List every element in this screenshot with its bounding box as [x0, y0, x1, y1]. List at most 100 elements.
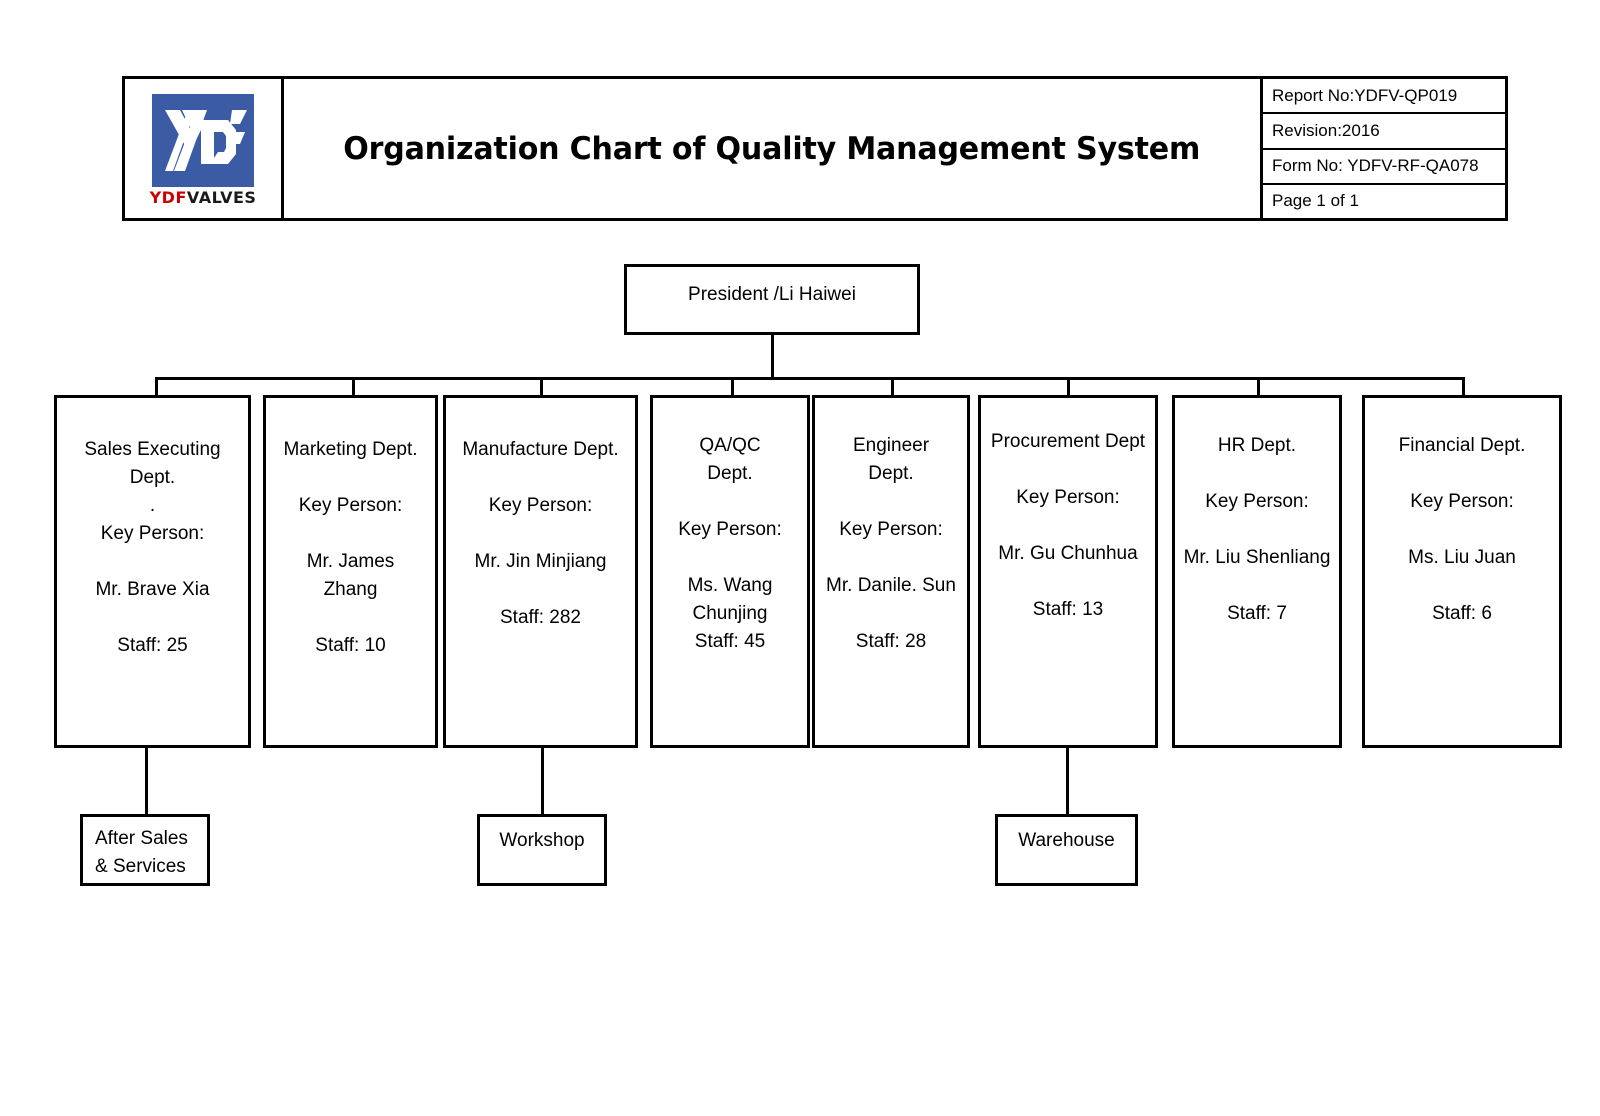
- department-line: [1254, 572, 1259, 600]
- node-child-manufacture[interactable]: Workshop: [477, 814, 607, 886]
- connector-president-stem: [771, 335, 774, 377]
- department-line: [348, 604, 353, 632]
- department-line: Staff: 45: [694, 631, 766, 652]
- department-line: [538, 520, 543, 548]
- department-line: Chunjing: [692, 603, 768, 624]
- child-line: Workshop: [499, 830, 585, 851]
- department-line: Staff: 13: [1032, 599, 1104, 620]
- department-body: Financial Dept. Key Person: Ms. Liu Juan…: [1365, 398, 1559, 628]
- department-line: Staff: 28: [855, 631, 927, 652]
- department-line: Key Person:: [100, 523, 205, 544]
- child-body: After Sales& Services: [83, 817, 219, 881]
- node-department-manufacture[interactable]: Manufacture Dept. Key Person: Mr. Jin Mi…: [443, 395, 638, 748]
- connector-drop-3: [731, 377, 734, 395]
- department-line: Mr. Danile. Sun: [826, 575, 956, 596]
- node-child-sales-executing[interactable]: After Sales& Services: [80, 814, 210, 886]
- department-line: QA/QC: [699, 435, 761, 456]
- department-line: Zhang: [323, 579, 378, 600]
- department-line: Staff: 282: [500, 607, 581, 628]
- department-line: Financial Dept.: [1398, 435, 1526, 456]
- connector-child-2: [541, 748, 544, 814]
- department-line: [1459, 572, 1464, 600]
- department-line: HR Dept.: [1217, 435, 1297, 456]
- connector-drop-0: [155, 377, 158, 395]
- department-line: [150, 548, 155, 576]
- logo-word-ydf: YDF: [149, 187, 187, 207]
- department-line: [538, 464, 543, 492]
- department-line: Key Person:: [678, 519, 782, 540]
- connector-child-0: [145, 748, 148, 814]
- department-line: [888, 600, 893, 628]
- connector-drop-6: [1257, 377, 1260, 395]
- department-line: Engineer: [852, 435, 930, 456]
- connector-drop-2: [540, 377, 543, 395]
- department-line: Staff: 6: [1432, 603, 1492, 624]
- department-line: [1065, 456, 1070, 484]
- department-line: [348, 520, 353, 548]
- department-line: Mr. Gu Chunhua: [998, 543, 1138, 564]
- document-meta: Report No:YDFV-QP019 Revision:2016 Form …: [1263, 79, 1505, 218]
- department-line: Key Person:: [1205, 491, 1309, 512]
- department-line: Key Person:: [1016, 487, 1120, 508]
- meta-page: Page 1 of 1: [1272, 191, 1359, 211]
- department-line: Key Person:: [488, 495, 593, 516]
- node-child-procurement[interactable]: Warehouse: [995, 814, 1138, 886]
- department-line: Mr. Jin Minjiang: [474, 551, 607, 572]
- node-department-financial[interactable]: Financial Dept. Key Person: Ms. Liu Juan…: [1362, 395, 1562, 748]
- department-body: Procurement Dept Key Person: Mr. Gu Chun…: [981, 398, 1155, 624]
- node-president[interactable]: President /Li Haiwei: [624, 264, 920, 335]
- node-president-label: President /Li Haiwei: [688, 284, 856, 305]
- connector-child-5: [1066, 748, 1069, 814]
- department-line: Ms. Liu Juan: [1408, 547, 1516, 568]
- connector-drop-4: [891, 377, 894, 395]
- department-line: [150, 604, 155, 632]
- department-body: Manufacture Dept. Key Person: Mr. Jin Mi…: [446, 398, 635, 632]
- node-department-procurement[interactable]: Procurement Dept Key Person: Mr. Gu Chun…: [978, 395, 1158, 748]
- department-line: [1065, 512, 1070, 540]
- department-line: Dept.: [707, 463, 753, 484]
- department-line: Dept.: [868, 463, 914, 484]
- department-line: [348, 464, 353, 492]
- department-line: Sales Executing: [84, 439, 221, 460]
- department-line: Dept.: [129, 467, 176, 488]
- department-line: Key Person:: [298, 495, 403, 516]
- department-line: [1065, 568, 1070, 596]
- node-department-hr[interactable]: HR Dept. Key Person: Mr. Liu Shenliang S…: [1172, 395, 1342, 748]
- department-body: HR Dept. Key Person: Mr. Liu Shenliang S…: [1175, 398, 1339, 628]
- child-body: Warehouse: [998, 817, 1135, 855]
- department-line: Staff: 10: [315, 635, 386, 656]
- department-line: Key Person:: [839, 519, 943, 540]
- child-line: Warehouse: [1018, 830, 1115, 851]
- department-line: .: [149, 495, 156, 516]
- logo-cell: YDFVALVES: [125, 79, 284, 218]
- department-line: [1254, 460, 1259, 488]
- child-body: Workshop: [480, 817, 604, 855]
- child-line: & Services: [95, 856, 186, 877]
- department-line: Manufacture Dept.: [462, 439, 619, 460]
- department-line: Marketing Dept.: [283, 439, 418, 460]
- department-line: [1459, 516, 1464, 544]
- connector-bus: [155, 377, 1465, 380]
- department-line: [727, 544, 732, 572]
- department-line: Staff: 25: [117, 635, 188, 656]
- connector-drop-7: [1462, 377, 1465, 395]
- department-line: Mr. James: [306, 551, 395, 572]
- document-header: YDFVALVES Organization Chart of Quality …: [122, 76, 1508, 221]
- department-line: Ms. Wang: [687, 575, 773, 596]
- department-line: Key Person:: [1410, 491, 1514, 512]
- logo-wordmark: YDFVALVES: [149, 187, 257, 207]
- connector-drop-1: [352, 377, 355, 395]
- meta-report-no: Report No:YDFV-QP019: [1263, 79, 1505, 115]
- department-line: [888, 544, 893, 572]
- department-line: [888, 488, 893, 516]
- department-line: [1254, 516, 1259, 544]
- connector-drop-5: [1067, 377, 1070, 395]
